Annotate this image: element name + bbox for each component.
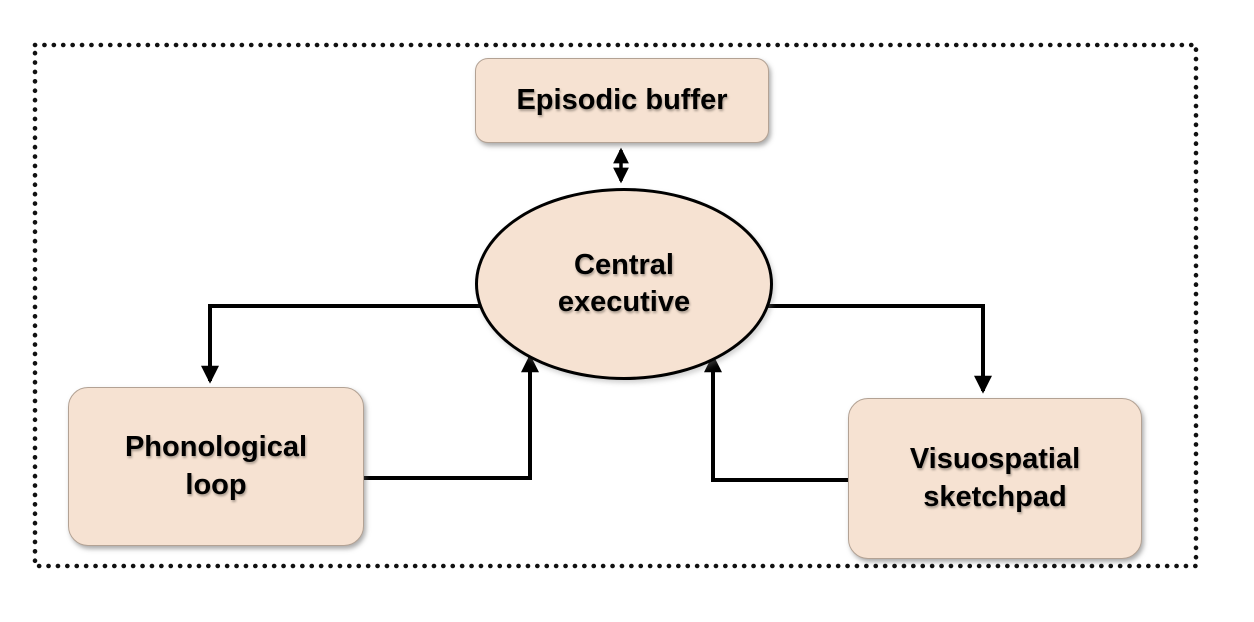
node-episodic-buffer-label: Episodic buffer (516, 83, 728, 116)
node-episodic-buffer: Episodic buffer (475, 58, 769, 143)
node-central-executive: Central executive (475, 188, 773, 380)
arrow-central-to-visuospatial (762, 304, 992, 394)
dotted-frame (32, 42, 1199, 569)
node-visuospatial-sketchpad-label: Visuospatial sketchpad (909, 443, 1081, 513)
arrow-central-to-phonological (201, 304, 480, 384)
node-central-executive-label: Central executive (557, 248, 691, 318)
arrow-phonological-to-central (362, 354, 539, 480)
arrow-visuospatial-to-central (704, 354, 848, 482)
node-phonological-loop: Phonological loop (68, 387, 364, 546)
node-phonological-loop-label: Phonological loop (124, 431, 308, 501)
node-visuospatial-sketchpad: Visuospatial sketchpad (848, 398, 1142, 559)
